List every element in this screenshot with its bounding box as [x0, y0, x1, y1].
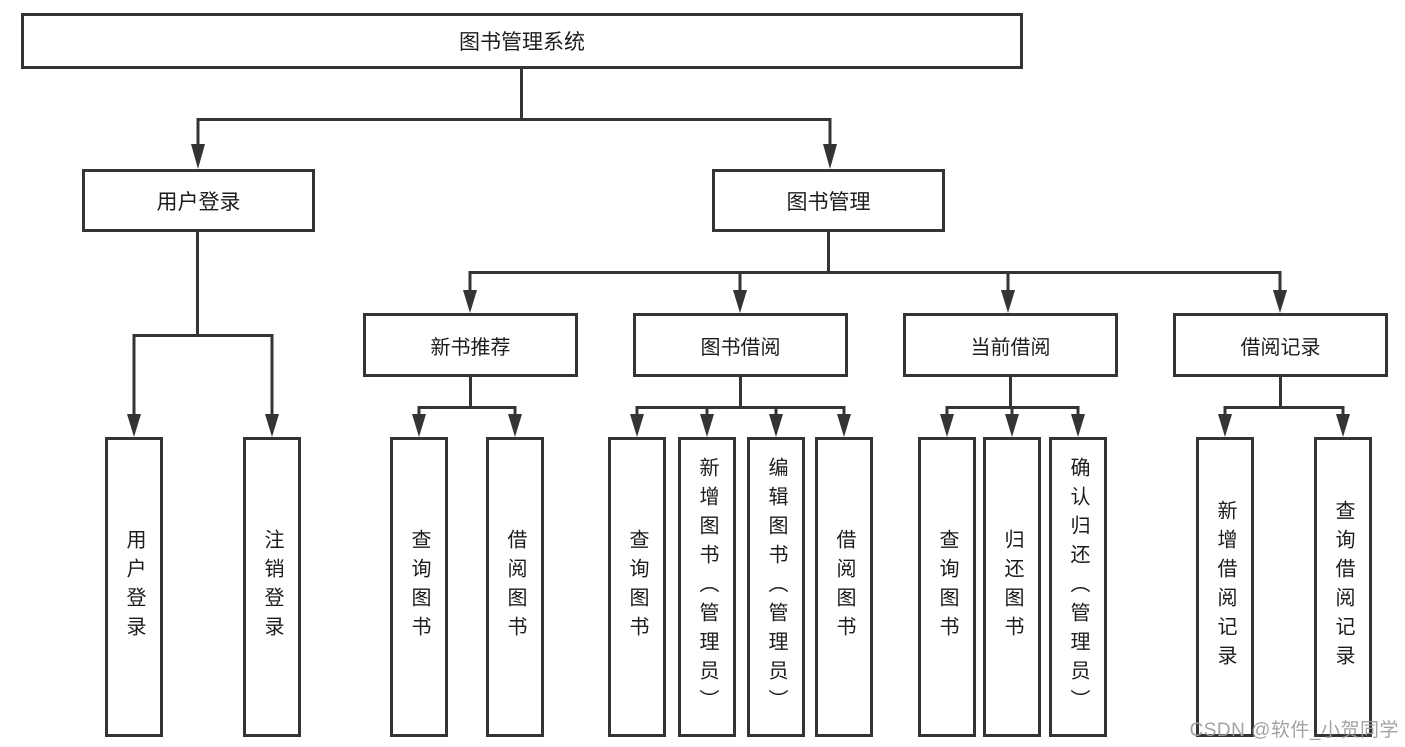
connector-user-login [132, 232, 274, 416]
leaf-add-book-admin-label: 新增图书（管理员） [696, 456, 718, 718]
arrow-icon [1218, 414, 1232, 437]
leaf-query-book-3-label: 查询图书 [936, 529, 958, 645]
leaf-return-book-label: 归还图书 [1001, 529, 1023, 645]
leaf-query-book-2-label: 查询图书 [626, 529, 648, 645]
arrow-icon [1071, 414, 1085, 437]
node-root-label: 图书管理系统 [459, 31, 585, 54]
leaf-borrow-book-1: 借阅图书 [486, 437, 544, 737]
node-current-borrow-label: 当前借阅 [970, 336, 1051, 359]
connector-book-mgmt [468, 232, 1282, 292]
arrow-icon [1336, 414, 1350, 437]
leaf-add-book-admin: 新增图书（管理员） [678, 437, 736, 737]
leaf-add-borrow-record: 新增借阅记录 [1196, 437, 1254, 737]
node-new-book-recommend-label: 新书推荐 [430, 336, 511, 359]
leaf-query-borrow-record-label: 查询借阅记录 [1332, 500, 1354, 674]
connector-new-book [417, 377, 517, 418]
leaf-logout-label: 注销登录 [261, 529, 283, 645]
leaf-confirm-return-admin-label: 确认归还（管理员） [1067, 456, 1089, 718]
arrow-icon [837, 414, 851, 437]
leaf-borrow-book-2-label: 借阅图书 [833, 529, 855, 645]
arrow-icon [823, 144, 837, 169]
csdn-watermark: CSDN @软件_小贺同学 [1189, 720, 1399, 741]
arrow-icon [1001, 290, 1015, 313]
arrow-icon [1273, 290, 1287, 313]
leaf-query-book-2: 查询图书 [608, 437, 666, 737]
node-borrow-record-label: 借阅记录 [1240, 336, 1321, 359]
leaf-return-book: 归还图书 [983, 437, 1041, 737]
leaf-query-book-3: 查询图书 [918, 437, 976, 737]
connector-borrow-record [1223, 377, 1345, 418]
connector-current-borrow [945, 377, 1080, 418]
leaf-edit-book-admin: 编辑图书（管理员） [747, 437, 805, 737]
arrow-icon [463, 290, 477, 313]
arrow-icon [191, 144, 205, 169]
leaf-query-borrow-record: 查询借阅记录 [1314, 437, 1372, 737]
node-book-management-label: 图书管理 [786, 190, 871, 214]
node-book-borrow-label: 图书借阅 [700, 336, 781, 359]
node-user-login-label: 用户登录 [156, 190, 241, 214]
leaf-query-book-1-label: 查询图书 [408, 529, 430, 645]
arrow-icon [265, 414, 279, 437]
node-current-borrow: 当前借阅 [903, 313, 1118, 377]
leaf-confirm-return-admin: 确认归还（管理员） [1049, 437, 1107, 737]
node-user-login: 用户登录 [82, 169, 315, 232]
leaf-user-login-label: 用户登录 [123, 529, 145, 645]
arrow-icon [940, 414, 954, 437]
node-book-management: 图书管理 [712, 169, 945, 232]
leaf-logout: 注销登录 [243, 437, 301, 737]
node-book-borrow: 图书借阅 [633, 313, 848, 377]
arrow-icon [1005, 414, 1019, 437]
arrowheads [127, 144, 1350, 437]
leaf-edit-book-admin-label: 编辑图书（管理员） [765, 456, 787, 718]
node-new-book-recommend: 新书推荐 [363, 313, 578, 377]
connector-book-borrow [635, 377, 846, 418]
arrow-icon [127, 414, 141, 437]
arrow-icon [630, 414, 644, 437]
arrow-icon [769, 414, 783, 437]
leaf-add-borrow-record-label: 新增借阅记录 [1214, 500, 1236, 674]
connector-root-stem [196, 69, 832, 146]
arrow-icon [733, 290, 747, 313]
leaf-borrow-book-1-label: 借阅图书 [504, 529, 526, 645]
leaf-borrow-book-2: 借阅图书 [815, 437, 873, 737]
leaf-user-login: 用户登录 [105, 437, 163, 737]
arrow-icon [412, 414, 426, 437]
node-borrow-record: 借阅记录 [1173, 313, 1388, 377]
leaf-query-book-1: 查询图书 [390, 437, 448, 737]
node-root: 图书管理系统 [21, 13, 1023, 69]
arrow-icon [700, 414, 714, 437]
arrow-icon [508, 414, 522, 437]
